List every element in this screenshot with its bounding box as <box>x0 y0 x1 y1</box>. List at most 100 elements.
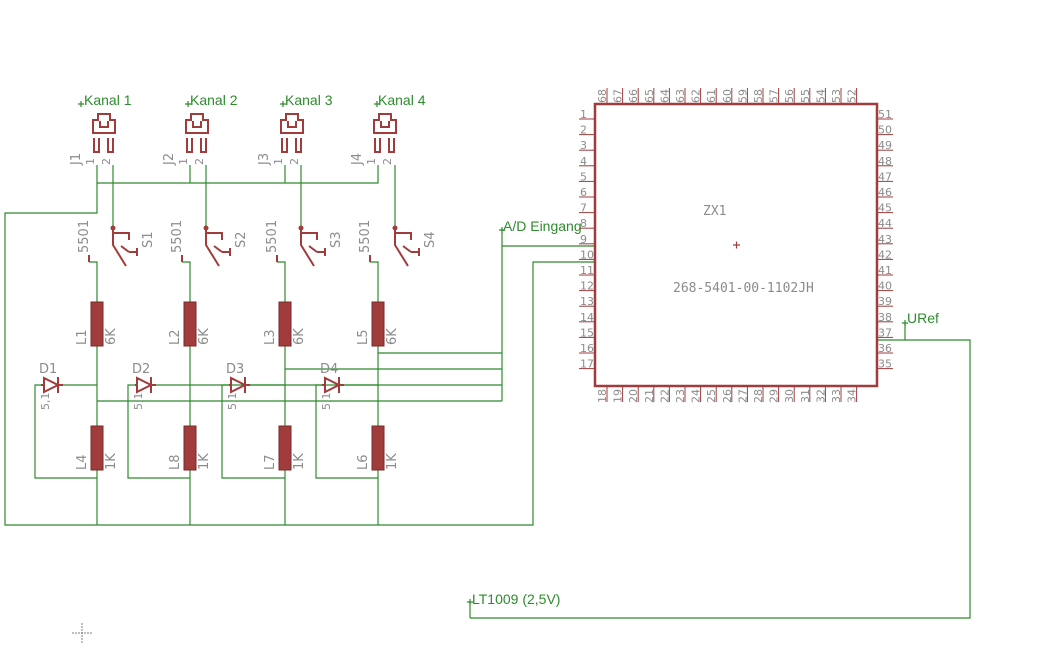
chip-pin-label: 60 <box>721 89 734 103</box>
switch-s1: 5501 S1 <box>77 220 156 267</box>
chip-pin-label: 39 <box>878 295 892 308</box>
net-label-kanal2: Kanal 2 <box>190 92 238 108</box>
connector-j3-name: J3 <box>257 153 272 166</box>
chip-pin-label: 51 <box>878 108 892 121</box>
resistor-l3-body <box>278 301 292 347</box>
chip-pin-label: 16 <box>580 342 594 355</box>
resistor-l5-name: L5 <box>356 329 371 345</box>
chip-pin-label: 18 <box>596 389 609 403</box>
chip-pin-label: 45 <box>878 202 892 215</box>
wires <box>4 165 971 619</box>
connector-j4-symbol <box>373 113 397 153</box>
resistor-l6: L6 1K <box>356 425 400 471</box>
resistor-l7-body <box>278 425 292 471</box>
diode-d4-name: D4 <box>320 362 338 377</box>
resistor-l1-name: L1 <box>75 329 90 345</box>
switch-s3-junction <box>298 225 304 231</box>
wire-outer-loop <box>4 183 595 526</box>
chip-pin-label: 35 <box>878 358 892 371</box>
diode-d2-value: 5,1 <box>132 393 145 411</box>
connector-j4: J4 1 2 <box>350 113 397 166</box>
diode-d3-name: D3 <box>226 362 244 377</box>
chip-pin-label: 63 <box>674 89 687 103</box>
chip-pin-label: 61 <box>705 89 718 103</box>
chip-pin-label: 32 <box>814 389 827 403</box>
resistor-l3-value: 6K <box>292 328 307 345</box>
chip-pin-label: 22 <box>658 389 671 403</box>
resistor-l4-value: 1K <box>104 453 119 470</box>
chip-pin-label: 41 <box>878 264 892 277</box>
resistor-l2: L2 6K <box>168 301 212 347</box>
switch-s1-name: S1 <box>141 231 156 248</box>
switch-s2-symbol <box>181 228 231 267</box>
diode-d2-name: D2 <box>132 362 150 377</box>
connector-j1-symbol <box>92 113 116 153</box>
diode-d3-symbol <box>229 376 250 394</box>
diode-d1: D1 5,1 <box>39 362 63 410</box>
switch-s3-value: 5501 <box>265 220 280 253</box>
chip-pin-label: 36 <box>878 342 892 355</box>
chip-pin-label: 20 <box>627 389 640 403</box>
chip-pin-label: 15 <box>580 326 594 339</box>
chip-zx1-body <box>593 102 879 388</box>
lt1009-marker <box>467 599 473 605</box>
net-label-uref: URef <box>907 310 939 326</box>
chip-pin-label: 33 <box>830 389 843 403</box>
diode-d1-symbol <box>41 376 63 394</box>
chip-pin-label: 28 <box>752 389 765 403</box>
connector-j2: J2 1 2 <box>162 113 209 166</box>
kanal2-marker <box>185 101 191 107</box>
chip-pin-label: 31 <box>799 389 812 403</box>
origin-cross <box>72 623 92 643</box>
chip-pin-label: 58 <box>752 89 765 103</box>
chip-pin-label: 46 <box>878 186 892 199</box>
resistor-l1-body <box>90 301 104 347</box>
wire-d2-loop <box>127 384 190 479</box>
chip-pin-label: 65 <box>643 89 656 103</box>
switch-s4-symbol <box>369 228 420 267</box>
switch-s1-value: 5501 <box>77 220 92 253</box>
chip-pin-label: 25 <box>705 389 718 403</box>
chip-pin-label: 62 <box>690 89 703 103</box>
wire-pin1-bus <box>96 165 379 184</box>
wire-s2-l2 <box>182 261 191 302</box>
chip-pin-label: 6 <box>580 186 587 199</box>
chip-pin-label: 21 <box>643 389 656 403</box>
connector-j1-name: J1 <box>69 153 84 166</box>
chip-pin-label: 57 <box>768 89 781 103</box>
resistor-l1: L1 6K <box>75 301 119 347</box>
chip-pin-label: 1 <box>580 108 587 121</box>
connector-j4-name: J4 <box>350 153 365 166</box>
chip-pin-label: 67 <box>612 89 625 103</box>
kanal1-marker <box>78 101 84 107</box>
switch-s3-name: S3 <box>329 231 344 248</box>
resistor-l6-name: L6 <box>356 454 371 470</box>
resistor-l7: L7 1K <box>263 425 307 471</box>
connector-j2-pin2: 2 <box>193 158 206 165</box>
resistor-l8: L8 1K <box>168 425 212 471</box>
wire-s1-l1 <box>89 261 98 302</box>
resistor-l5: L5 6K <box>356 301 400 347</box>
uref-marker <box>902 320 908 326</box>
wire-d1-loop <box>34 384 97 479</box>
resistor-l4-name: L4 <box>75 454 90 470</box>
chip-pin-label: 3 <box>580 139 587 152</box>
net-label-kanal1: Kanal 1 <box>84 92 132 108</box>
net-label-ad-eingang: A/D Eingang <box>503 218 582 234</box>
resistor-l4-body <box>90 425 104 471</box>
chip-pin-label: 34 <box>846 389 859 403</box>
net-labels: Kanal 1 Kanal 2 Kanal 3 Kanal 4 A/D Eing… <box>78 92 939 607</box>
chip-pin-label: 54 <box>814 89 827 103</box>
diode-d3-value: 5,1 <box>226 393 239 411</box>
switch-s2-name: S2 <box>234 231 249 248</box>
chip-pin-label: 7 <box>580 202 587 215</box>
connector-j2-symbol <box>185 113 209 153</box>
connector-j1-pin1: 1 <box>84 158 97 165</box>
resistor-l3-name: L3 <box>263 329 278 345</box>
switch-s2-junction <box>203 225 209 231</box>
diode-d2-symbol <box>135 376 156 394</box>
resistor-l8-name: L8 <box>168 454 183 470</box>
resistor-l6-body <box>371 425 385 471</box>
resistor-l7-name: L7 <box>263 454 278 470</box>
